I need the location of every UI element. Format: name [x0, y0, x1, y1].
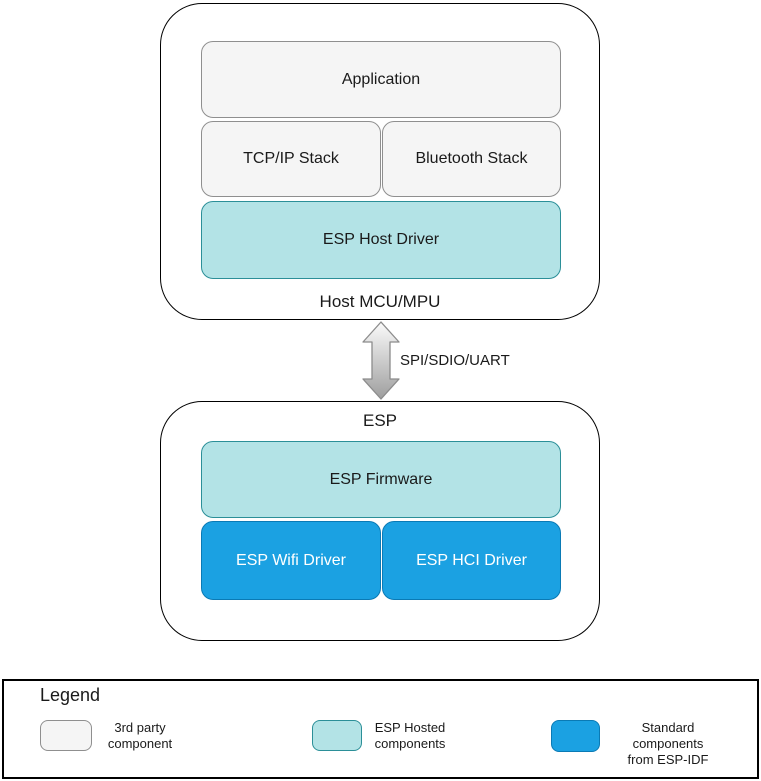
legend-label-esp-idf: Standard components from ESP-IDF — [627, 720, 709, 767]
legend-title: Legend — [40, 685, 101, 705]
application-box: Application — [201, 41, 561, 118]
esp-container: ESP ESP Firmware ESP Wifi Driver ESP HCI… — [160, 401, 600, 641]
legend-swatch-esp-hosted — [312, 720, 362, 751]
esp-host-driver-box: ESP Host Driver — [201, 201, 561, 279]
esp-host-driver-label: ESP Host Driver — [322, 231, 440, 248]
interconnect-label: SPI/SDIO/UART — [400, 352, 510, 369]
esp-firmware-label: ESP Firmware — [329, 470, 433, 488]
legend-swatch-3rd-party — [40, 720, 92, 751]
host-mcu-title: Host MCU/MPU — [319, 292, 441, 311]
esp-wifi-driver-label: ESP Wifi Driver — [236, 551, 346, 569]
legend-label-esp-hosted: ESP Hosted components — [374, 720, 446, 751]
application-label: Application — [341, 70, 421, 88]
legend-swatch-esp-idf — [551, 720, 600, 752]
esp-hci-driver-box: ESP HCI Driver — [382, 521, 561, 600]
bluetooth-stack-box: Bluetooth Stack — [382, 121, 561, 197]
tcpip-stack-box: TCP/IP Stack — [201, 121, 381, 197]
esp-firmware-box: ESP Firmware — [201, 441, 561, 518]
esp-wifi-driver-box: ESP Wifi Driver — [201, 521, 381, 600]
double-vertical-arrow-icon — [362, 321, 400, 400]
legend-panel: Legend 3rd party component ESP Hosted co… — [2, 679, 759, 779]
legend-label-3rd-party: 3rd party component — [107, 720, 173, 751]
esp-hci-driver-label: ESP HCI Driver — [416, 551, 527, 569]
esp-title: ESP — [362, 411, 398, 430]
tcpip-stack-label: TCP/IP Stack — [243, 150, 339, 167]
host-mcu-container: Application TCP/IP Stack Bluetooth Stack… — [160, 3, 600, 320]
bluetooth-stack-label: Bluetooth Stack — [415, 150, 528, 167]
